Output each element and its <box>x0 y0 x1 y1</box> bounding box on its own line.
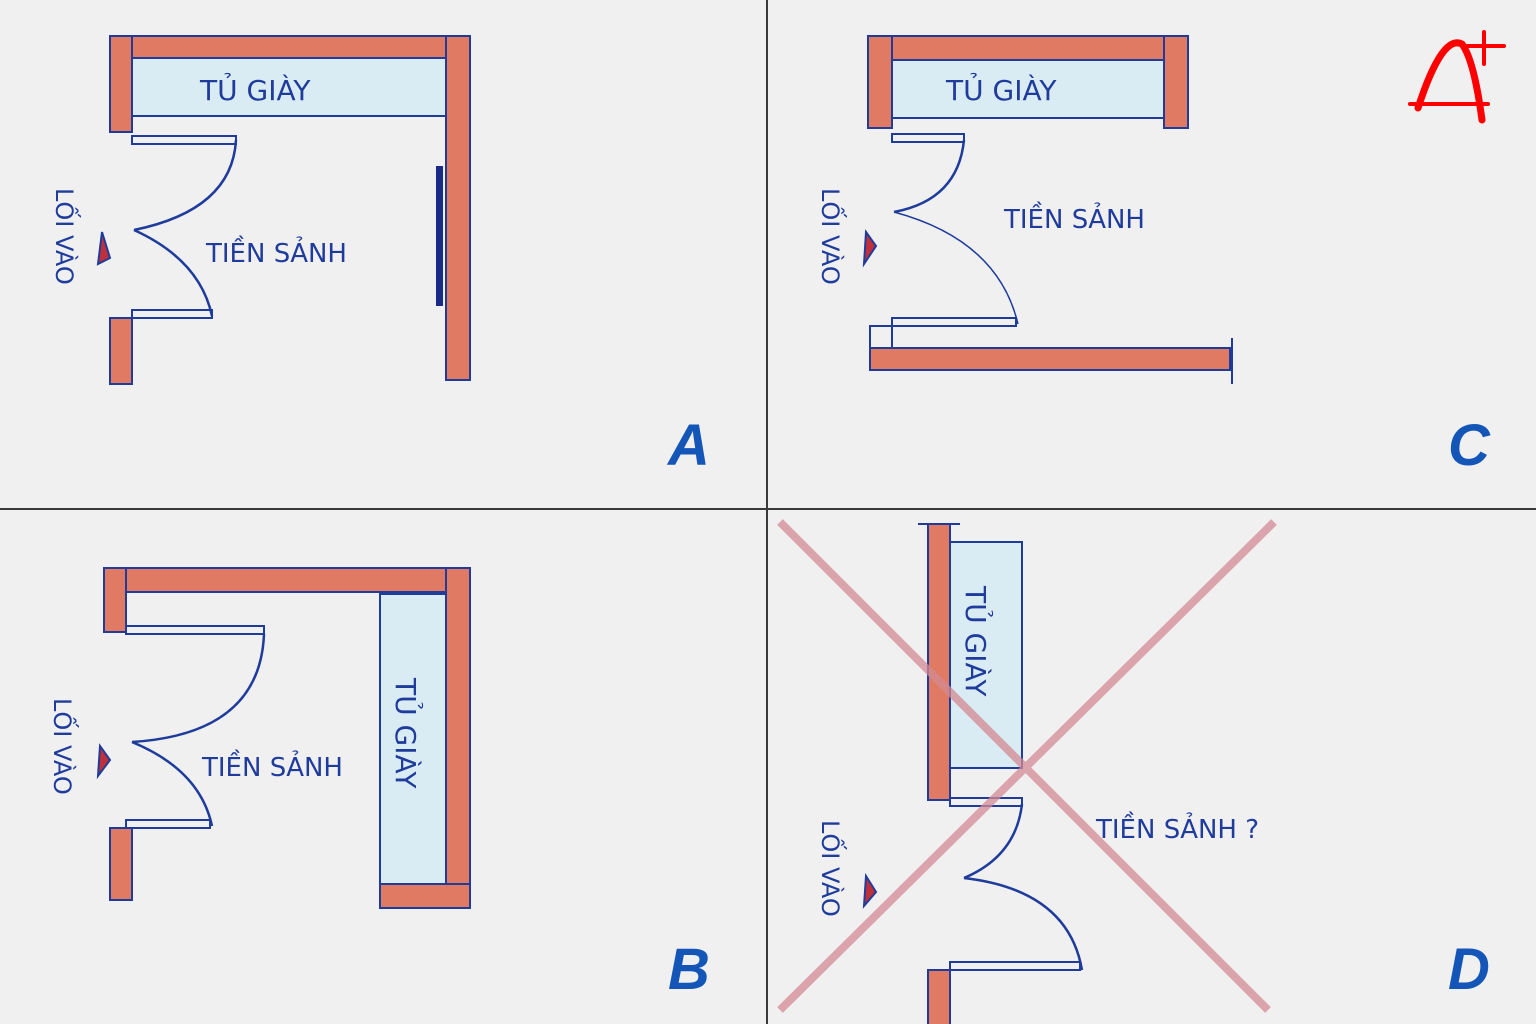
shoe-cabinet <box>891 59 1165 119</box>
entry-arrow-icon <box>96 743 112 780</box>
foyer-label: TIỀN SẢNH <box>1003 200 1145 235</box>
floorplan-c: TỦ GIÀY LỐI VÀO TIỀN SẢNH <box>816 30 1506 384</box>
panel-a: TỦ GIÀY LỐI VÀO TIỀN SẢNH A <box>0 0 766 508</box>
wall-top <box>103 567 471 593</box>
door-swing-upper <box>133 139 238 232</box>
entrance-label: LỐI VÀO <box>816 820 848 917</box>
grade-a-plus-icon <box>1408 30 1506 124</box>
cabinet-label: TỦ GIÀY <box>959 585 995 697</box>
entry-arrow-icon <box>862 229 878 268</box>
divider-vertical <box>766 0 768 508</box>
floorplan-a: TỦ GIÀY LỐI VÀO TIỀN SẢNH <box>50 35 471 385</box>
entrance-label: LỐI VÀO <box>50 188 82 285</box>
door-swing-lower <box>133 228 214 317</box>
mirror-panel <box>436 166 443 306</box>
door-swing-upper <box>131 633 266 744</box>
wall-left-lower <box>109 317 133 385</box>
wall-right-stub <box>1163 35 1189 129</box>
wall-left-lower <box>927 969 951 1024</box>
wall-right <box>445 35 471 381</box>
divider-horizontal <box>0 508 766 510</box>
wall-bottom-stub <box>379 883 471 909</box>
panel-b: TỦ GIÀY LỐI VÀO TIỀN SẢNH B <box>0 510 766 1024</box>
wall-top <box>867 35 1189 61</box>
entry-arrow-icon <box>862 872 878 909</box>
door-swing-lower <box>893 211 1019 325</box>
wall-right <box>445 567 471 909</box>
entrance-label: LỐI VÀO <box>816 188 848 285</box>
wall-left-upper <box>867 35 893 129</box>
wall-left-upper <box>927 523 951 801</box>
wall-bottom <box>869 347 1231 371</box>
shoe-cabinet <box>379 593 447 885</box>
panel-letter-b: B <box>668 937 710 1002</box>
floorplan-b: TỦ GIÀY LỐI VÀO TIỀN SẢNH <box>48 567 471 909</box>
door-swing-upper <box>963 803 1024 880</box>
panel-letter-c: C <box>1448 413 1490 478</box>
panel-c: TỦ GIÀY LỐI VÀO TIỀN SẢNH C <box>768 0 1536 508</box>
panel-letter-a: A <box>668 413 710 478</box>
cabinet-label: TỦ GIÀY <box>389 677 425 789</box>
foyer-label: TIỀN SẢNH ? <box>1095 810 1259 845</box>
panel-letter-d: D <box>1448 937 1490 1002</box>
door-swing-upper <box>893 139 966 214</box>
cross-out-x-icon <box>777 519 1277 1013</box>
shoe-cabinet <box>131 57 447 117</box>
door-swing-lower <box>963 876 1084 971</box>
wall-left-upper <box>109 35 133 133</box>
floorplan-d: TỦ GIÀY LỐI VÀO TIỀN SẢNH ? <box>777 519 1277 1024</box>
door-swing-lower <box>131 740 214 827</box>
cabinet-label: TỦ GIÀY <box>945 71 1057 107</box>
wall-left-upper <box>103 567 127 633</box>
panel-d: TỦ GIÀY LỐI VÀO TIỀN SẢNH ? D <box>768 510 1536 1024</box>
foyer-label: TIỀN SẢNH <box>201 748 343 783</box>
entrance-label: LỐI VÀO <box>48 698 80 795</box>
foyer-label: TIỀN SẢNH <box>205 234 347 269</box>
wall-left-lower <box>109 827 133 901</box>
wall-top <box>109 35 471 61</box>
entry-arrow-icon <box>96 231 112 266</box>
cabinet-label: TỦ GIÀY <box>199 71 311 107</box>
